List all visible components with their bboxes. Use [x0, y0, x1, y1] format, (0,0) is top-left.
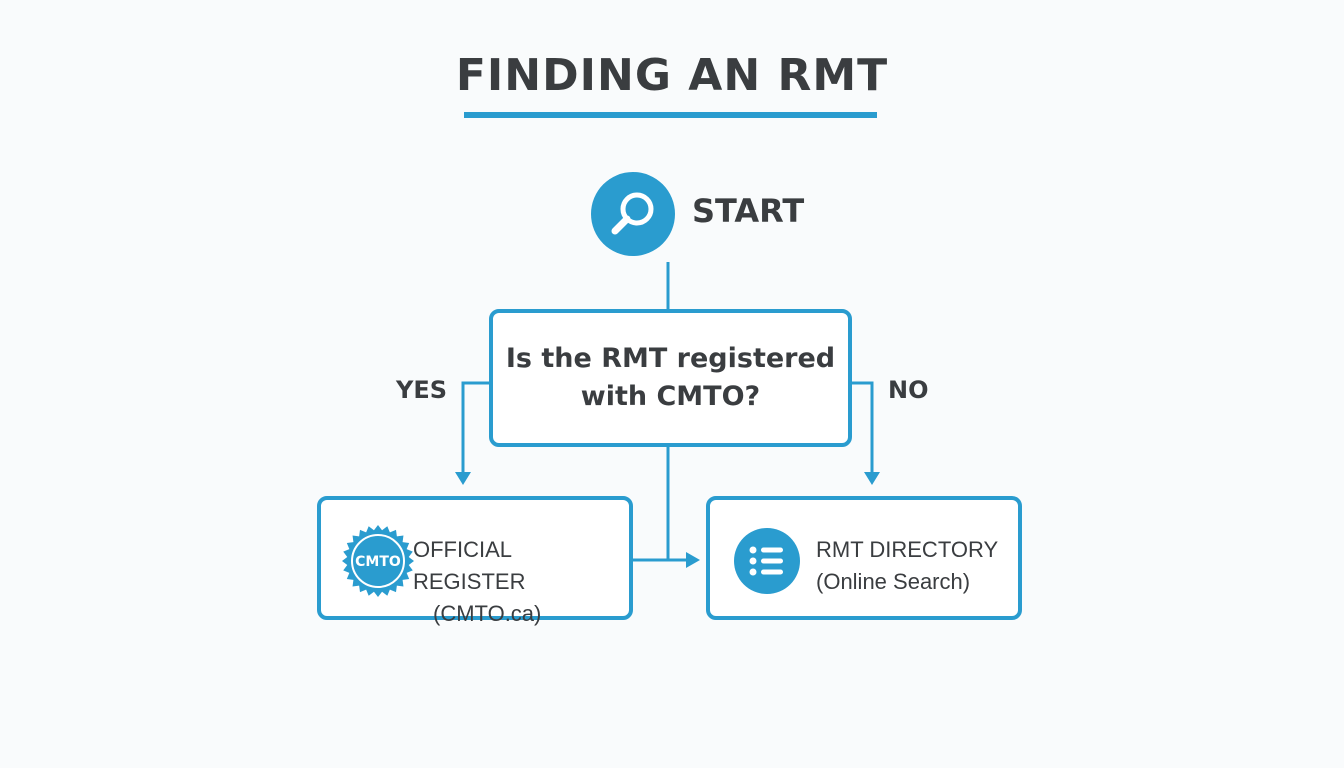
rmt-directory-label: RMT DIRECTORY (Online Search)	[816, 534, 998, 598]
connector-yes	[461, 381, 489, 482]
no-label: NO	[888, 376, 929, 404]
arrowhead-yes	[455, 472, 471, 485]
list-icon	[734, 528, 800, 594]
seal-text: CMTO	[355, 554, 401, 570]
start-label: START	[692, 192, 805, 230]
official-register-box: CMTO OFFICIAL REGISTER (CMTO.ca)	[317, 496, 633, 626]
cmto-seal-icon: CMTO	[342, 525, 414, 597]
yes-label: YES	[396, 376, 448, 404]
diagram-title: FINDING AN RMT	[455, 50, 889, 101]
official-register-label: OFFICIAL REGISTER (CMTO.ca)	[413, 534, 629, 630]
rmt-directory-title: RMT DIRECTORY	[816, 537, 999, 562]
connector-no	[848, 381, 874, 482]
magnifier-icon	[591, 172, 675, 256]
rmt-directory-box: RMT DIRECTORY (Online Search)	[706, 496, 1022, 620]
decision-question: Is the RMT registered with CMTO?	[505, 343, 836, 412]
title-underline	[464, 112, 877, 118]
arrowhead-directory	[686, 552, 700, 568]
decision-box: Is the RMT registered with CMTO?	[489, 309, 852, 447]
rmt-directory-subtitle: (Online Search)	[816, 569, 971, 594]
official-register-title: OFFICIAL REGISTER	[413, 537, 526, 594]
official-register-subtitle: (CMTO.ca)	[433, 601, 542, 626]
arrowhead-no	[864, 472, 880, 485]
